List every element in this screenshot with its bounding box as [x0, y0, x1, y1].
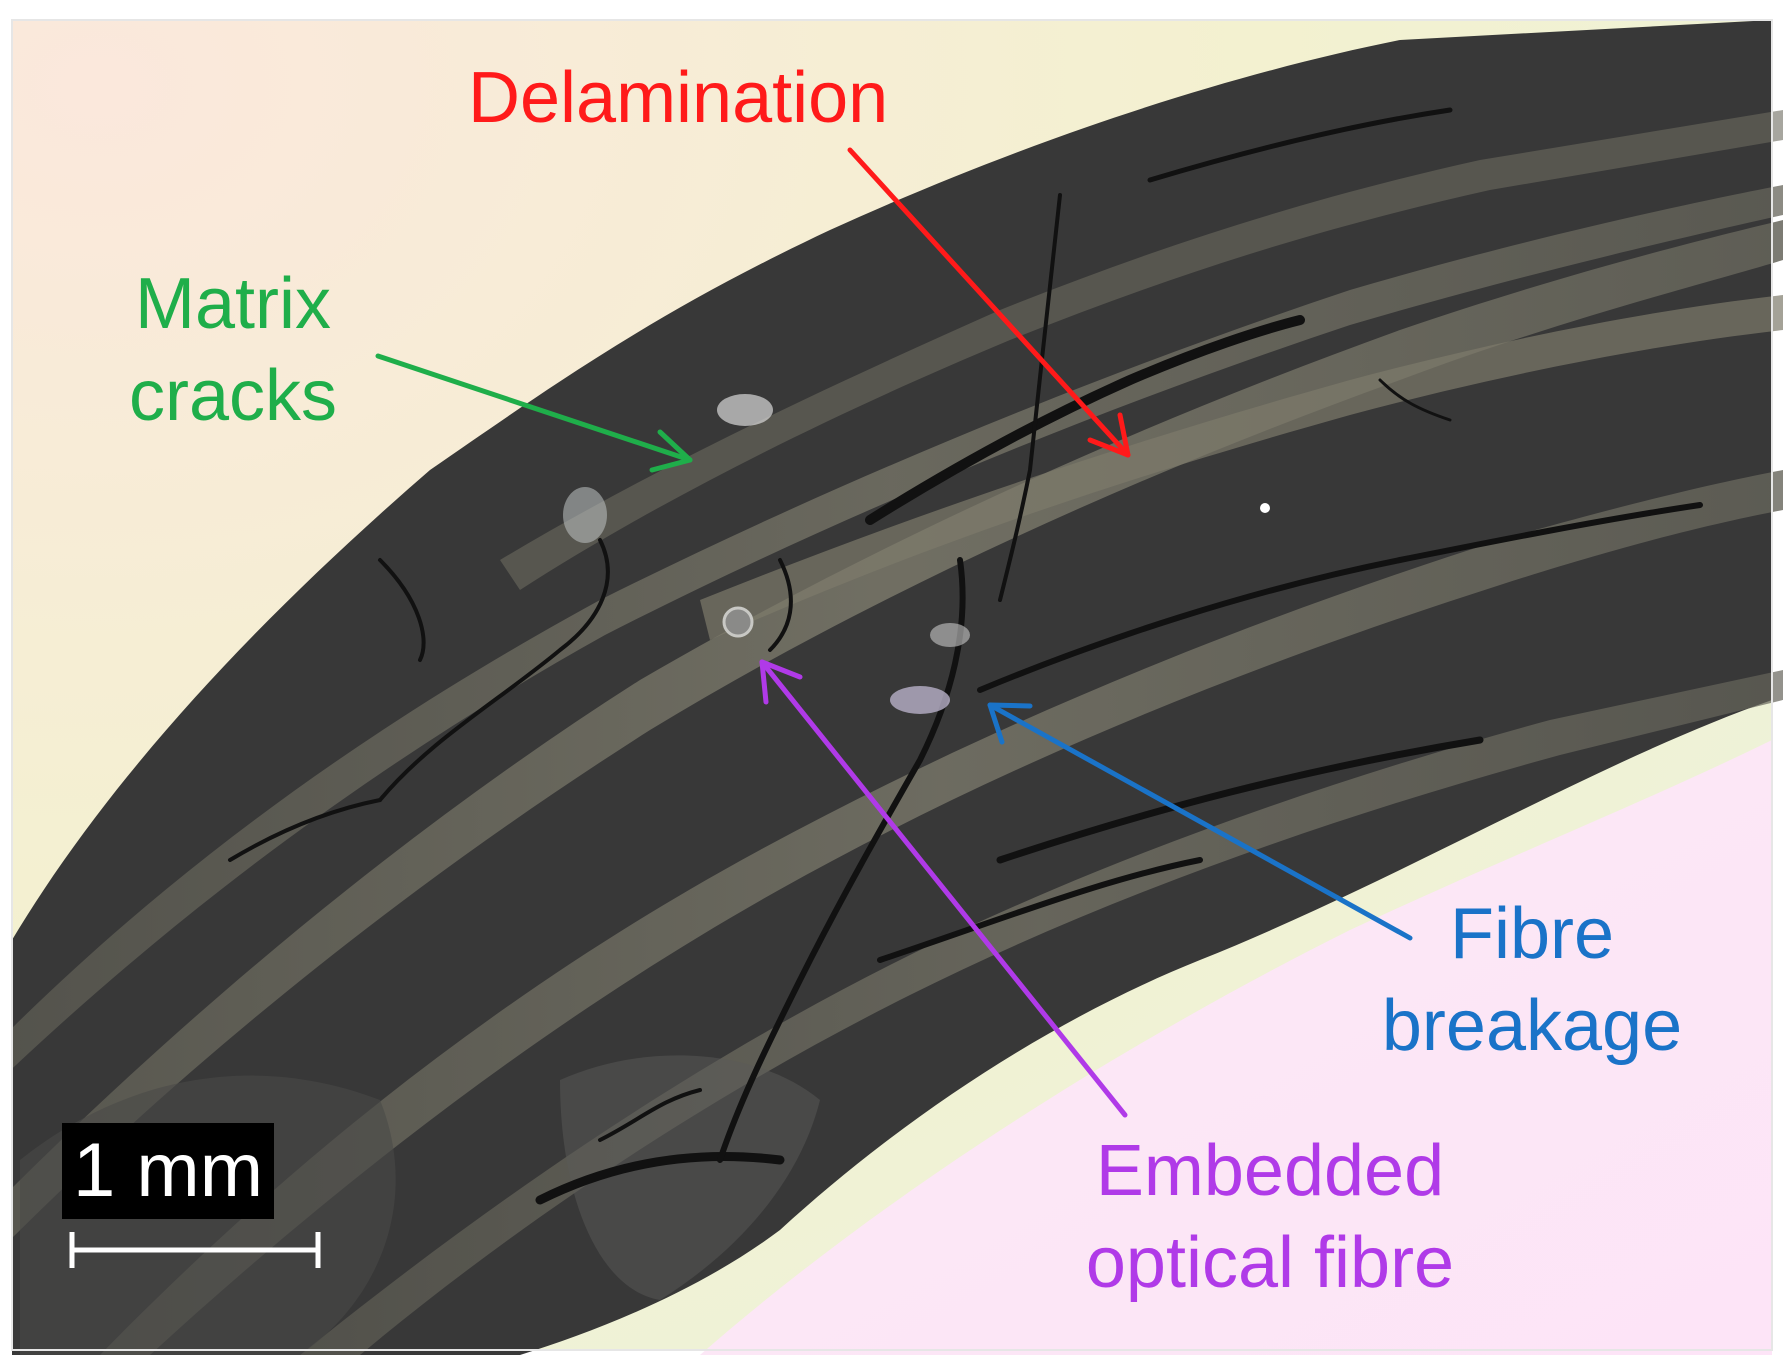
embedded-optical-fibre-label: Embedded optical fibre	[1060, 1125, 1480, 1309]
delamination-crack	[977, 502, 1703, 693]
fibre-breakage-label: Fibre breakage	[1372, 888, 1692, 1072]
fibre-breakage-line2: breakage	[1381, 986, 1683, 1066]
delamination-crack	[996, 736, 1484, 864]
delamination-crack	[865, 315, 1305, 525]
matrix-cracks-line1: Matrix	[135, 264, 331, 344]
delamination-crack	[535, 1151, 785, 1205]
debris-spot	[930, 623, 970, 647]
matrix-cracks-arrow	[375, 353, 693, 473]
matrix-crack	[768, 558, 793, 652]
embedded-optical-fibre-line2: optical fibre	[1085, 1223, 1455, 1303]
laminate-body	[12, 20, 1772, 1355]
debris-spot	[1260, 503, 1270, 513]
grey-region	[560, 1055, 820, 1300]
debris-spot	[717, 394, 773, 426]
debris-spot	[563, 487, 607, 543]
embedded-optical-fibre-arrow	[759, 659, 1128, 1118]
embedded-optical-fibre	[722, 606, 754, 638]
matrix-cracks-label: Matrix cracks	[118, 258, 348, 442]
delamination-crack	[1147, 107, 1453, 183]
matrix-crack	[717, 557, 966, 1163]
scale-bar-label: 1 mm	[62, 1123, 274, 1219]
matrix-crack	[998, 193, 1062, 602]
fibre-breakage-line1: Fibre	[1449, 894, 1615, 974]
fibre-breakage-spot	[890, 686, 950, 714]
matrix-crack	[378, 538, 610, 802]
delamination-arrow	[847, 147, 1131, 458]
fibre-ply	[500, 110, 1783, 590]
image-frame	[11, 19, 1773, 1351]
delamination-crack	[877, 857, 1203, 963]
fibre-ply	[700, 295, 1783, 640]
matrix-cracks-line2: cracks	[128, 356, 338, 436]
embedded-optical-fibre-line1: Embedded	[1095, 1131, 1445, 1211]
matrix-crack	[598, 1088, 702, 1142]
matrix-crack	[1378, 378, 1452, 422]
matrix-crack	[228, 798, 382, 862]
fibre-breakage-arrow	[987, 702, 1413, 941]
background-lower	[700, 740, 1772, 1355]
scale-bar-line	[69, 1232, 321, 1268]
matrix-crack	[378, 558, 426, 662]
delamination-label: Delamination	[468, 58, 889, 138]
